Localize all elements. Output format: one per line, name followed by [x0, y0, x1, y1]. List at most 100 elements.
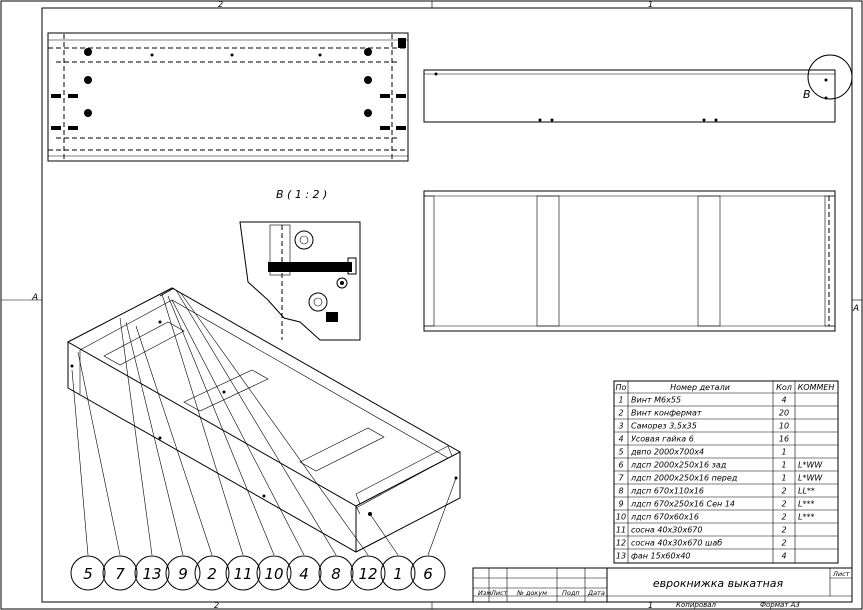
- bom-row-pos: 9: [618, 500, 623, 509]
- zone-label-side-right: A: [852, 304, 859, 314]
- isometric-view: [66, 287, 462, 553]
- tb-copied: Копировал: [676, 601, 717, 609]
- tb-sheet-label: Лист: [832, 570, 850, 578]
- side-view: [423, 190, 836, 332]
- balloon-1: 1: [380, 555, 416, 591]
- zone-label-bottom-right: 1: [648, 601, 653, 610]
- detail-circle-b: [807, 54, 853, 100]
- balloon-11: 11: [225, 555, 261, 591]
- bom-row-name: сосна 40х30х670: [631, 526, 702, 535]
- bom-row-name: лдсп 670х110х16: [630, 487, 704, 496]
- view-label-b: B: [803, 88, 811, 101]
- balloon-5: 5: [70, 555, 106, 591]
- bom-row-note: L***: [798, 513, 814, 522]
- bom-row-name: двпо 2000х700х4: [630, 448, 704, 457]
- bom-row-pos: 1: [618, 396, 623, 405]
- balloon-9: 9: [165, 555, 201, 591]
- bom-row-name: Усовая гайка 6: [631, 435, 694, 444]
- bom-row-pos: 5: [618, 448, 623, 457]
- bom-row-pos: 2: [618, 409, 623, 418]
- bom-row-name: лдсп 2000х250х16 зад: [630, 461, 727, 470]
- bom-row-qty: 16: [779, 435, 789, 444]
- svg-text:6: 6: [423, 565, 433, 583]
- bom-row-qty: 2: [781, 526, 786, 535]
- bom-row-pos: 10: [616, 513, 626, 522]
- bom-row-pos: 4: [618, 435, 623, 444]
- balloon-2: 2: [194, 555, 230, 591]
- drawing-title: еврокнижка выкатная: [653, 577, 784, 590]
- tb-format: Формат А3: [760, 601, 800, 609]
- balloon-6: 6: [410, 555, 446, 591]
- bom-row-name: фан 15х60х40: [631, 552, 691, 561]
- bom-row-pos: 12: [616, 539, 626, 548]
- svg-text:8: 8: [331, 565, 341, 583]
- balloon-8: 8: [318, 555, 354, 591]
- svg-text:5: 5: [83, 565, 93, 583]
- balloon-12: 12: [350, 555, 386, 591]
- bom-row-name: лдсп 670х60х16: [630, 513, 699, 522]
- balloon-4: 4: [286, 555, 322, 591]
- bom-row-pos: 11: [616, 526, 626, 535]
- tb-col-date: Дата: [587, 589, 605, 597]
- bom-row-note: LL**: [798, 487, 815, 496]
- leader-lines: [71, 289, 457, 556]
- bom-row-note: L*WW: [798, 474, 823, 483]
- bom-row-pos: 13: [616, 552, 626, 561]
- bom-row-note: L***: [798, 500, 814, 509]
- bom-row-name: Винт конфермат: [631, 409, 702, 418]
- svg-text:1: 1: [393, 565, 403, 583]
- svg-text:10: 10: [264, 565, 283, 583]
- bom-row-qty: 2: [781, 487, 786, 496]
- bom-row-qty: 1: [781, 474, 786, 483]
- bom-row-qty: 2: [781, 500, 786, 509]
- svg-text:2: 2: [207, 565, 217, 583]
- bom-row-qty: 10: [779, 422, 789, 431]
- bom-header-qty: Кол: [776, 383, 792, 392]
- balloon-10: 10: [256, 555, 292, 591]
- detail-b-view: [239, 221, 361, 341]
- bom-row-name: Винт М6х55: [631, 396, 681, 405]
- zone-label-bottom-left: 2: [214, 601, 219, 610]
- inner-border: [41, 7, 853, 603]
- svg-text:11: 11: [233, 565, 252, 583]
- bom-table: 1 Винт М6х55 4 2 Винт конфермат 20 3 Саморез 3,…: [613, 380, 839, 564]
- bom-row-pos: 6: [618, 461, 623, 470]
- tb-col-sign: Подп: [562, 589, 580, 597]
- bom-row-name: лдсп 2000х250х16 перед: [630, 474, 738, 483]
- svg-text:13: 13: [142, 565, 161, 583]
- svg-text:12: 12: [358, 565, 377, 583]
- top-view: [47, 32, 409, 162]
- bom-row-name: Саморез 3,5х35: [631, 422, 697, 431]
- front-view: [423, 54, 853, 123]
- zone-label-top-left: 2: [218, 0, 223, 9]
- bom-header-pos: По: [616, 383, 627, 392]
- title-block: Изм Лист № докум Подп Дата еврокнижка вы…: [472, 567, 853, 609]
- bom-row-pos: 3: [618, 422, 623, 431]
- svg-text:9: 9: [178, 565, 188, 583]
- svg-text:4: 4: [299, 565, 309, 583]
- zone-label-side-left: A: [31, 293, 38, 303]
- balloon-7: 7: [102, 555, 138, 591]
- detail-title: B ( 1 : 2 ): [276, 188, 327, 201]
- bom-header-name: Номер детали: [670, 383, 730, 392]
- bom-row-qty: 2: [781, 539, 786, 548]
- balloons: 5 7 13 9 2 11 10 4 8 12 1 6: [70, 555, 446, 591]
- svg-text:7: 7: [115, 565, 125, 583]
- bom-row-qty: 4: [781, 552, 786, 561]
- bom-row-name: лдсп 670х250х16 Сен 14: [630, 500, 735, 509]
- tb-col-doc: № докум: [516, 589, 547, 597]
- bom-row-qty: 4: [781, 396, 786, 405]
- bom-row-qty: 20: [779, 409, 789, 418]
- balloon-13: 13: [134, 555, 170, 591]
- tb-col-list: Лист: [490, 589, 508, 597]
- bom-row-qty: 2: [781, 513, 786, 522]
- bom-row-qty: 1: [781, 448, 786, 457]
- zone-label-top-right: 1: [648, 0, 653, 9]
- bom-row-pos: 7: [618, 474, 624, 483]
- bom-row-note: L*WW: [798, 461, 823, 470]
- bom-row-name: сосна 40х30х670 шаб: [631, 539, 722, 548]
- bom-header-note: КОММЕН: [798, 383, 835, 392]
- bom-row-pos: 8: [618, 487, 623, 496]
